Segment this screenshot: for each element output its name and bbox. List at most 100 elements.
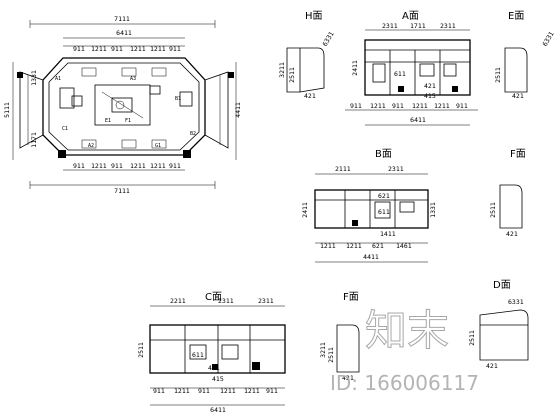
a-bottom-dim: 911 (456, 102, 468, 110)
a-bottom-dim: 911 (392, 102, 404, 110)
a-top-dim: 2311 (440, 22, 456, 30)
plan-left-dim: 1331 (30, 70, 38, 86)
plan-top-dim: 911 (111, 45, 123, 53)
elevation-a: A面 2311 1711 2311 611 421 415 2411 911 1… (345, 11, 478, 126)
elevation-title: H面 (305, 11, 323, 22)
plan-top-dim: 1211 (91, 45, 107, 53)
plan-top-dim: 1211 (150, 45, 166, 53)
h-dim: 6331 (321, 30, 336, 48)
b-overall-dim: 4411 (363, 253, 379, 261)
plan-label: A2 (88, 143, 94, 149)
elevation-title: C面 (205, 292, 222, 303)
b-bottom-dim: 621 (372, 242, 384, 250)
d-dim: 421 (486, 362, 498, 370)
elevation-title: D面 (493, 280, 511, 291)
a-sub-dim: 415 (424, 92, 436, 100)
plan-bottom-dim: 1211 (150, 162, 166, 170)
e-dim: 6331 (541, 30, 556, 48)
plan-bottom-total: 7111 (114, 187, 130, 195)
c-bottom-dim: 1211 (244, 387, 260, 395)
plan-label: G1 (155, 143, 161, 149)
b-sub-dim: 1411 (380, 230, 396, 238)
plan-left-dim: 1171 (30, 132, 38, 148)
b-top-dim: 2311 (388, 165, 404, 173)
c-top-dim: 2311 (258, 297, 274, 305)
plan-bottom-dim: 911 (73, 162, 85, 170)
c-bottom-dim: 1211 (174, 387, 190, 395)
a-top-dim: 1711 (410, 22, 426, 30)
plan-label: A3 (130, 76, 136, 82)
f2-dim: 421 (342, 374, 354, 382)
plan-overall-width: 7111 (114, 15, 130, 23)
d-dim: 2511 (468, 330, 476, 346)
f2-dim: 3211 (319, 342, 327, 358)
c-bottom-dim: 911 (266, 387, 278, 395)
e-dim: 421 (512, 92, 524, 100)
b-sub-dim: 1331 (429, 202, 437, 218)
elevation-f-lower: F面 3211 2511 421 (319, 292, 360, 382)
elevation-title: F面 (510, 149, 526, 160)
plan-left-height: 5111 (3, 102, 11, 118)
elevation-f-upper: F面 2511 421 (489, 149, 526, 238)
a-bottom-dim: 1211 (434, 102, 450, 110)
f-dim: 421 (506, 230, 518, 238)
c-sub-dim: 611 (192, 351, 204, 359)
a-bottom-dim: 1211 (412, 102, 428, 110)
a-sub-dim: 421 (424, 82, 436, 90)
c-overall-dim: 6411 (210, 406, 226, 414)
h-dim: 3211 (278, 62, 286, 78)
a-bottom-dim: 1211 (370, 102, 386, 110)
h-dim: 421 (304, 92, 316, 100)
f-dim: 2511 (489, 202, 497, 218)
c-top-dim: 2211 (170, 297, 186, 305)
plan-top-dim: 911 (169, 45, 181, 53)
plan-bottom-dim: 1211 (130, 162, 146, 170)
a-top-dim: 2311 (382, 22, 398, 30)
b-bottom-dim: 1461 (396, 242, 412, 250)
plan-inner-width: 6411 (116, 29, 132, 37)
floor-plan: 7111 6411 911 1211 911 1211 1211 911 511… (3, 15, 242, 195)
plan-right-height: 4411 (234, 102, 242, 118)
d-dim: 6331 (508, 298, 524, 306)
elevation-title: F面 (343, 292, 359, 303)
f2-dim: 2511 (327, 347, 335, 363)
h-dim: 2511 (288, 67, 296, 83)
elevation-b: B面 2111 2311 621 611 1411 1331 2411 1211… (301, 149, 437, 263)
elevation-h: H面 3211 6331 2511 421 (278, 11, 336, 100)
b-height: 2411 (301, 202, 309, 218)
watermark: 知末 ID: 166006117 (330, 306, 479, 396)
elevation-e: E面 6331 2511 421 (494, 11, 556, 100)
elevation-title: B面 (375, 149, 392, 160)
plan-label: B2 (190, 131, 196, 137)
b-sub-dim: 621 (378, 192, 390, 200)
plan-label: C1 (62, 126, 68, 132)
elevation-title: A面 (402, 11, 419, 22)
c-bottom-dim: 1211 (220, 387, 236, 395)
c-top-dim: 2311 (218, 297, 234, 305)
c-sub-dim: 415 (212, 375, 224, 383)
plan-label: F1 (125, 118, 131, 124)
b-bottom-dim: 1211 (320, 242, 336, 250)
plan-top-dim: 911 (73, 45, 85, 53)
plan-bottom-dims: 911 1211 911 1211 1211 911 (73, 162, 181, 170)
a-height: 2411 (351, 60, 359, 76)
a-bottom-dim: 911 (350, 102, 362, 110)
plan-label: B1 (175, 96, 181, 102)
plan-label: A1 (55, 76, 61, 82)
b-bottom-dim: 1211 (346, 242, 362, 250)
c-sub-dim: 421 (208, 364, 220, 372)
plan-bottom-dim: 1211 (91, 162, 107, 170)
plan-bottom-dim: 911 (111, 162, 123, 170)
c-bottom-dim: 911 (198, 387, 210, 395)
a-sub-dim: 611 (394, 70, 406, 78)
b-top-dim: 2111 (335, 165, 351, 173)
c-height: 2511 (137, 342, 145, 358)
plan-label: E1 (105, 118, 111, 124)
elevation-c: C面 2211 2311 2311 611 421 415 2511 911 1… (137, 292, 286, 414)
c-bottom-dim: 911 (153, 387, 165, 395)
plan-top-dim: 1211 (130, 45, 146, 53)
plan-bottom-dim: 911 (169, 162, 181, 170)
watermark-brand: 知末 (365, 306, 449, 355)
plan-top-dims: 911 1211 911 1211 1211 911 (73, 45, 181, 53)
watermark-id: ID: 166006117 (330, 371, 479, 395)
